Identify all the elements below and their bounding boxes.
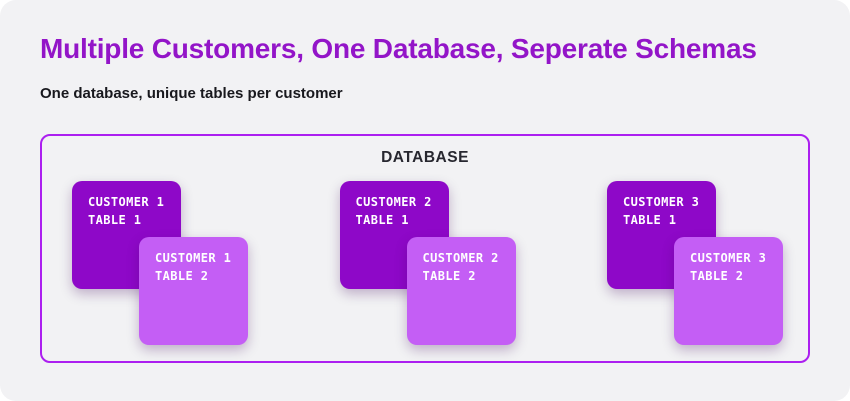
customer-3-table-2-box: CUSTOMER 3 TABLE 2 (674, 237, 783, 345)
database-label: DATABASE (381, 149, 469, 166)
customer-2-group: CUSTOMER 2 TABLE 1 CUSTOMER 2 TABLE 2 (339, 181, 516, 345)
customer-1-table-1-box: CUSTOMER 1 TABLE 1 (72, 181, 181, 289)
table-box-line: TABLE 2 (422, 269, 476, 283)
customer-1-group: CUSTOMER 1 TABLE 1 CUSTOMER 1 TABLE 2 (72, 181, 248, 345)
table-box-line: TABLE 1 (355, 213, 409, 227)
customer-3-group: CUSTOMER 3 TABLE 1 CUSTOMER 3 TABLE 2 (607, 181, 783, 345)
table-box-line: CUSTOMER 2 (355, 195, 432, 209)
database-container: DATABASE CUSTOMER 1 TABLE 1 CUSTOMER 1 T… (40, 134, 810, 363)
table-box-line: CUSTOMER 3 (690, 251, 767, 265)
table-box-line: CUSTOMER 3 (623, 195, 700, 209)
schema-groups: CUSTOMER 1 TABLE 1 CUSTOMER 1 TABLE 2 CU… (42, 181, 808, 345)
table-box-line: CUSTOMER 1 (88, 195, 165, 209)
page-subtitle: One database, unique tables per customer (40, 85, 343, 102)
table-box-line: CUSTOMER 2 (422, 251, 499, 265)
page-title: Multiple Customers, One Database, Sepera… (40, 33, 757, 64)
customer-1-table-2-box: CUSTOMER 1 TABLE 2 (139, 237, 248, 345)
customer-2-table-2-box: CUSTOMER 2 TABLE 2 (406, 237, 516, 345)
table-box-line: TABLE 1 (623, 213, 677, 227)
table-box-line: TABLE 2 (690, 269, 744, 283)
table-box-line: TABLE 1 (88, 213, 142, 227)
table-box-line: TABLE 2 (155, 269, 209, 283)
table-box-line: CUSTOMER 1 (155, 251, 232, 265)
